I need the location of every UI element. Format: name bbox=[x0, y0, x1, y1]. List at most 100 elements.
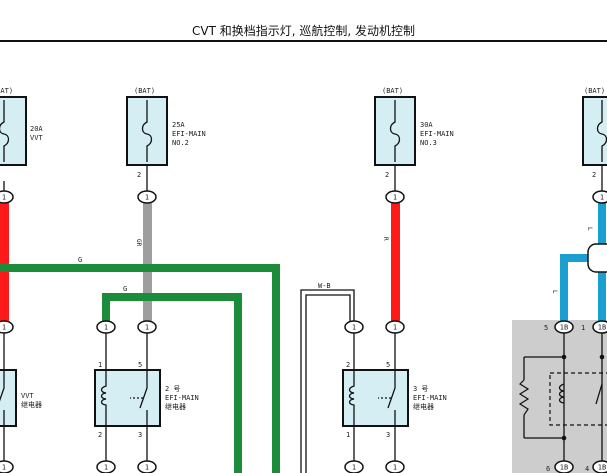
connector-oval bbox=[0, 320, 14, 334]
connector-label: 1 bbox=[352, 464, 356, 472]
wire-green-inner bbox=[102, 293, 242, 473]
relay-pin: 2 bbox=[98, 431, 102, 439]
module-switch-icon bbox=[595, 383, 603, 405]
fuse-name-2: NO.2 bbox=[172, 139, 189, 147]
connector-label: 1B bbox=[598, 464, 606, 472]
wire-label-green-inner: G bbox=[123, 285, 127, 293]
connector-oval bbox=[592, 190, 607, 204]
relay-pin: 1 bbox=[98, 361, 102, 369]
relay-box-efi2 bbox=[94, 369, 161, 427]
fuse-source: (BAT) bbox=[0, 87, 13, 95]
relay-coil-icon bbox=[100, 370, 107, 426]
wire-blue-left bbox=[560, 254, 588, 321]
connector-oval bbox=[592, 460, 607, 473]
fuse-symbol-icon bbox=[389, 100, 401, 162]
page-title: CVT 和换档指示灯, 巡航控制, 发动机控制 bbox=[192, 24, 415, 38]
connector-oval bbox=[96, 460, 116, 473]
connector-oval bbox=[554, 460, 574, 473]
connector-label: 1 bbox=[393, 464, 397, 472]
wire-label-red: R bbox=[382, 237, 389, 241]
junction-dot bbox=[561, 354, 567, 360]
wire-gray-efi2 bbox=[143, 203, 152, 321]
connector-oval bbox=[0, 460, 14, 473]
relay-switch-icon bbox=[139, 370, 148, 426]
fuse-pin: 2 bbox=[385, 171, 389, 179]
module-pin: 6 bbox=[546, 465, 550, 473]
fuse-name-2: NO.3 bbox=[420, 139, 437, 147]
relay-box-efi3 bbox=[342, 369, 409, 427]
junction-dot bbox=[599, 354, 605, 360]
junction-dot bbox=[561, 435, 567, 441]
connector-label: 1 bbox=[104, 464, 108, 472]
relay-name: VVT bbox=[21, 392, 34, 400]
connector-label: 1 bbox=[2, 194, 6, 202]
wire-black-wb-b bbox=[305, 294, 351, 473]
connector-label: 1 bbox=[145, 324, 149, 332]
fuse-rating: 30A bbox=[420, 121, 433, 129]
wire-label-blue-left: L bbox=[551, 290, 558, 294]
fuse-rating: 25A bbox=[172, 121, 185, 129]
fuse-name: EFI-MAIN bbox=[172, 130, 206, 138]
connector-oval bbox=[554, 320, 574, 334]
fuse-source: (BAT) bbox=[382, 87, 403, 95]
connector-oval bbox=[592, 320, 607, 334]
relay-pin: 1 bbox=[346, 431, 350, 439]
relay-name: 3 号 bbox=[413, 385, 428, 393]
fuse-name: EFI-MAIN bbox=[420, 130, 454, 138]
wire-black-wb-a bbox=[300, 289, 355, 473]
relay-name-2: EFI-MAIN bbox=[413, 394, 447, 402]
connector-label: 1 bbox=[393, 194, 397, 202]
fuse-source: (BAT) bbox=[134, 87, 155, 95]
connector-label: 1B bbox=[560, 324, 568, 332]
relay-pin: 3 bbox=[386, 431, 390, 439]
relay-name-2: 继电器 bbox=[21, 400, 42, 409]
fuse-symbol-icon bbox=[596, 100, 607, 162]
fuse-box-right bbox=[582, 96, 607, 166]
fuse-symbol-icon bbox=[141, 100, 153, 162]
relay-name: 2 号 bbox=[165, 385, 180, 393]
relay-pin: 5 bbox=[138, 361, 142, 369]
connector-oval bbox=[385, 460, 405, 473]
connector-oval bbox=[385, 190, 405, 204]
wire-green-outer bbox=[0, 264, 280, 473]
relay-name-2: EFI-MAIN bbox=[165, 394, 199, 402]
connector-label: 1 bbox=[393, 324, 397, 332]
wire-label-wb: W-B bbox=[318, 282, 331, 290]
connector-label: 1 bbox=[145, 464, 149, 472]
module-block bbox=[512, 320, 607, 473]
connector-oval bbox=[96, 320, 116, 334]
module-coil-icon bbox=[558, 383, 565, 404]
relay-pin: 5 bbox=[386, 361, 390, 369]
junction-box bbox=[587, 243, 607, 273]
fuse-rating: 20A bbox=[30, 125, 43, 133]
connector-oval bbox=[137, 320, 157, 334]
module-pin: 4 bbox=[585, 465, 589, 473]
relay-switch-icon bbox=[387, 370, 396, 426]
fuse-symbol-icon bbox=[0, 100, 10, 162]
module-dashed-box bbox=[549, 372, 607, 426]
connector-oval bbox=[385, 320, 405, 334]
fuse-pin: 2 bbox=[592, 171, 596, 179]
connector-oval bbox=[137, 190, 157, 204]
connector-label: 1B bbox=[560, 464, 568, 472]
wire-label-blue-right: L bbox=[586, 227, 593, 231]
connector-oval bbox=[344, 460, 364, 473]
wire-label-green-top: G bbox=[78, 256, 82, 264]
wire-label-gray: GR bbox=[135, 239, 142, 247]
module-pin: 1 bbox=[581, 324, 585, 332]
wire-red-vvt bbox=[0, 203, 9, 321]
connector-label: 1 bbox=[2, 464, 6, 472]
connector-label: 1 bbox=[104, 324, 108, 332]
fuse-name: VVT bbox=[30, 134, 43, 142]
module-pin: 5 bbox=[544, 324, 548, 332]
wire-red-efi3 bbox=[391, 203, 400, 321]
relay-name-3: 继电器 bbox=[413, 402, 434, 411]
connector-oval bbox=[0, 190, 14, 204]
relay-box-vvt bbox=[0, 369, 17, 427]
fuse-pin: 2 bbox=[137, 171, 141, 179]
relay-pin: 2 bbox=[346, 361, 350, 369]
connector-label: 1 bbox=[352, 324, 356, 332]
fuse-source: (BAT) bbox=[584, 87, 605, 95]
